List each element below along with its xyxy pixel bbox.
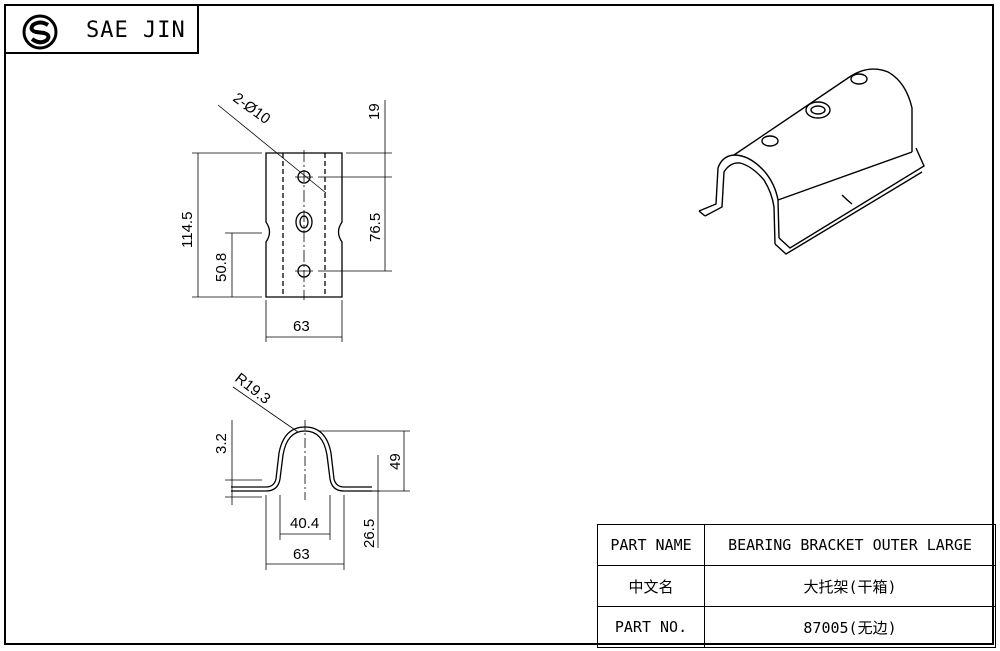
part-no-value: 87005(无边) [704, 606, 996, 648]
sae-jin-logo-icon [22, 14, 58, 50]
dim-flange-height: 26.5 [361, 519, 378, 548]
drawing-frame [4, 4, 994, 645]
title-row-part-no: PART NO. 87005(无边) [597, 606, 996, 648]
dim-width-bottom: 63 [293, 546, 310, 563]
dim-thickness: 3.2 [213, 433, 230, 454]
dim-holes: 2-Ø10 [230, 89, 274, 127]
part-name-label: PART NAME [597, 524, 705, 566]
isometric-view [698, 68, 925, 255]
dim-bottom-offset: 50.8 [213, 253, 230, 282]
front-profile [225, 386, 410, 570]
title-row-part-name: PART NAME BEARING BRACKET OUTER LARGE [597, 524, 996, 566]
title-row-chinese-name: 中文名 大托架(干箱) [597, 565, 996, 607]
brand-name: SAE JIN [86, 18, 186, 43]
part-no-label: PART NO. [597, 606, 705, 648]
part-name-value: BEARING BRACKET OUTER LARGE [704, 524, 996, 566]
dim-radius: R19.3 [232, 370, 274, 408]
dim-top-offset: 19 [366, 103, 383, 120]
dim-hole-spacing: 76.5 [367, 213, 384, 242]
dim-inner-width: 40.4 [290, 515, 319, 532]
dim-height-total: 114.5 [179, 212, 196, 248]
dim-width-top: 63 [293, 318, 310, 335]
title-block: PART NAME BEARING BRACKET OUTER LARGE 中文… [597, 524, 996, 648]
top-view [192, 100, 392, 342]
chinese-name-value: 大托架(干箱) [704, 565, 996, 607]
chinese-name-label: 中文名 [597, 565, 705, 607]
logo-block: SAE JIN [4, 4, 199, 54]
dim-height-profile: 49 [387, 453, 404, 470]
